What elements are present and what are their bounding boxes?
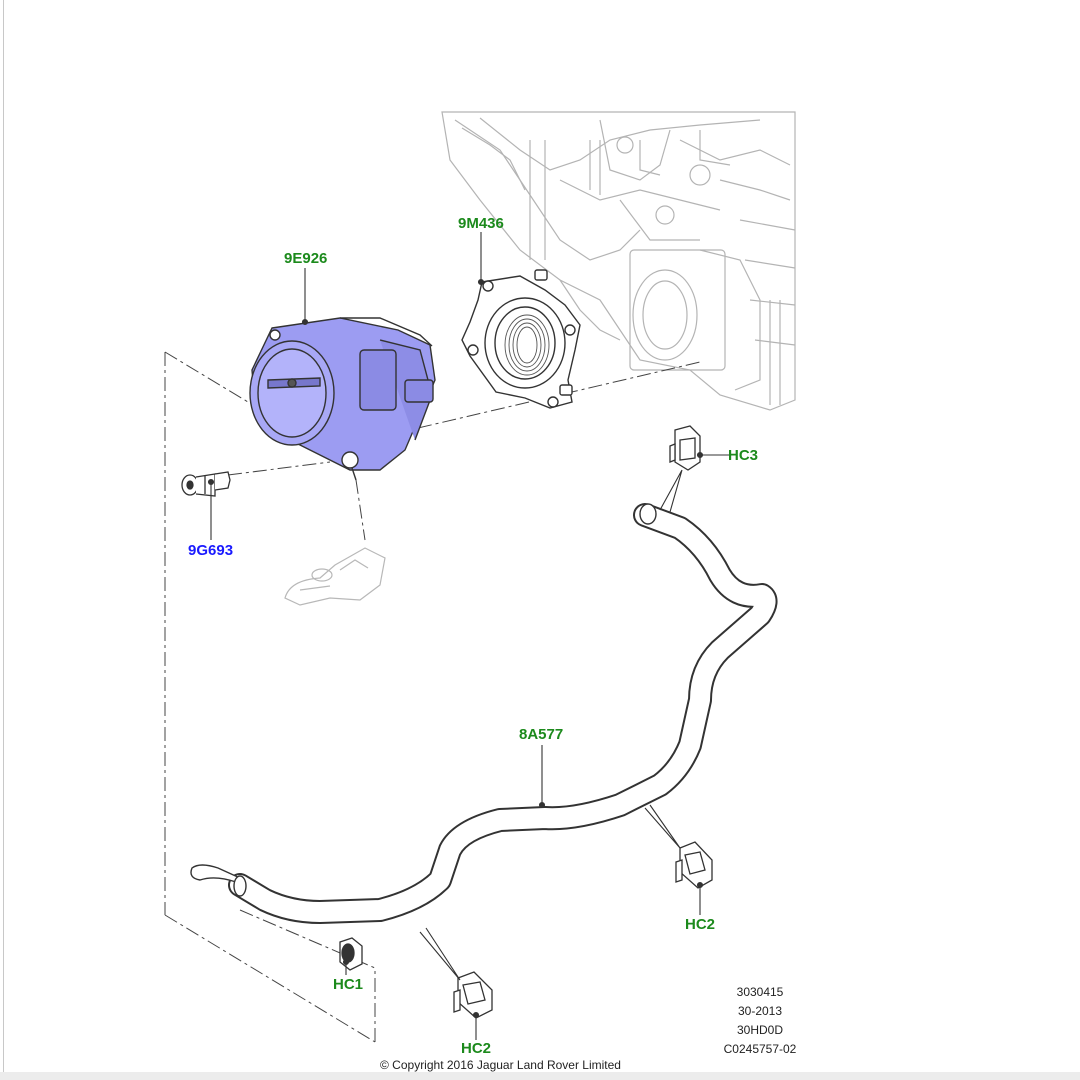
callout-9m436[interactable]: 9M436 xyxy=(458,215,504,232)
callout-hc2-right[interactable]: HC2 xyxy=(685,916,716,933)
frame-border xyxy=(3,0,4,1072)
callout-9g693[interactable]: 9G693 xyxy=(188,542,234,559)
throttle-body-part[interactable] xyxy=(249,317,436,481)
callout-hc3[interactable]: HC3 xyxy=(728,447,759,464)
reference-line-4: C0245757-02 xyxy=(723,1042,797,1056)
clamp-hc2-right-part[interactable] xyxy=(675,841,713,889)
callout-hc2-bottom[interactable]: HC2 xyxy=(461,1040,492,1057)
leader-lines xyxy=(207,232,730,1040)
callout-9e926[interactable]: 9E926 xyxy=(284,250,328,267)
reference-line-1: 3030415 xyxy=(736,985,784,999)
callout-hc1[interactable]: HC1 xyxy=(333,976,364,993)
frame-border xyxy=(0,1072,1080,1080)
reference-line-3: 30HD0D xyxy=(736,1023,784,1037)
callout-8a577[interactable]: 8A577 xyxy=(519,726,564,743)
clamp-hc1-part[interactable] xyxy=(339,937,363,971)
engine-background xyxy=(441,111,796,411)
gasket-part[interactable] xyxy=(461,269,581,409)
copyright-notice: © Copyright 2016 Jaguar Land Rover Limit… xyxy=(380,1058,621,1072)
bolt-part[interactable] xyxy=(181,471,231,497)
clamp-hc2-bottom-part[interactable] xyxy=(453,971,493,1019)
clamp-hc3-part[interactable] xyxy=(669,425,701,471)
ghost-connector xyxy=(284,547,386,606)
reference-line-2: 30-2013 xyxy=(737,1004,783,1018)
coolant-hose-part[interactable] xyxy=(190,503,778,924)
